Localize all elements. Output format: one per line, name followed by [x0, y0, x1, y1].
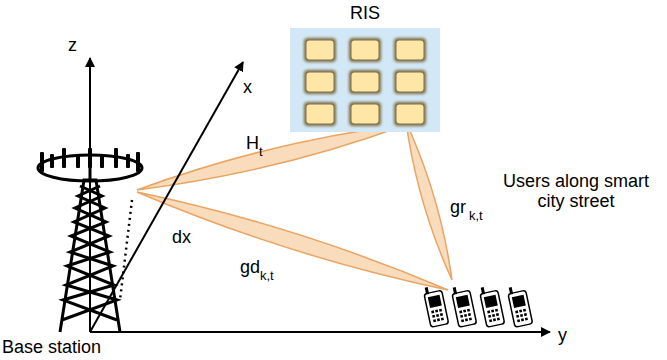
tower — [60, 163, 120, 332]
signal-beam — [137, 192, 448, 290]
antenna-element — [136, 152, 140, 172]
ris-element — [397, 41, 424, 60]
antenna-element — [62, 148, 66, 168]
ris-element — [307, 105, 334, 124]
ris-panel: RIS — [290, 28, 440, 132]
channel-symbol: gr — [450, 198, 466, 218]
ris-element-shadow — [394, 70, 426, 94]
antenna-array — [38, 148, 142, 181]
channel-subscript: k,t — [260, 269, 274, 283]
phone — [423, 284, 449, 327]
beam-group — [137, 122, 452, 290]
ris-element-shadow — [304, 102, 336, 126]
bs-label: Base station — [2, 338, 101, 358]
distance-label: dx — [172, 228, 191, 248]
node-title: RIS — [350, 3, 380, 24]
phone — [507, 284, 533, 327]
ris-element-shadow — [304, 70, 336, 94]
ris-element-shadow — [304, 38, 336, 62]
channel-subscript: k,t — [469, 209, 483, 223]
ris-element-shadow — [349, 38, 381, 62]
antenna-element — [76, 154, 80, 168]
ris-element-shadow — [349, 102, 381, 126]
distance-line — [120, 200, 132, 300]
antenna-element — [114, 148, 118, 168]
antenna-element — [88, 148, 92, 168]
y-axis — [90, 331, 550, 333]
channel-symbol: H — [246, 134, 259, 154]
ris-element — [352, 105, 379, 124]
ris-element — [397, 73, 424, 92]
ris-element-shadow — [349, 70, 381, 94]
ris-element — [352, 73, 379, 92]
ris-element — [307, 41, 334, 60]
ris-element — [352, 41, 379, 60]
channel-subscript: t — [259, 145, 263, 159]
axis-label: z — [68, 36, 77, 56]
channel-symbol: gd — [240, 258, 260, 278]
axis-label: y — [558, 326, 567, 346]
antenna-element — [50, 154, 54, 168]
ris-element — [307, 73, 334, 92]
ris-surface — [290, 28, 440, 132]
signal-beam — [137, 124, 408, 190]
user-phones — [423, 284, 533, 327]
ris-element-shadow — [394, 38, 426, 62]
ris-element-shadow — [394, 102, 426, 126]
ris-element — [397, 105, 424, 124]
antenna-element — [40, 152, 44, 172]
antenna-element — [100, 154, 104, 168]
phone — [479, 284, 505, 327]
axis-label: x — [243, 78, 252, 98]
signal-beam — [406, 122, 452, 280]
phone — [451, 284, 477, 327]
antenna-element — [126, 154, 130, 168]
users-caption: Users along smart city street — [490, 172, 662, 212]
